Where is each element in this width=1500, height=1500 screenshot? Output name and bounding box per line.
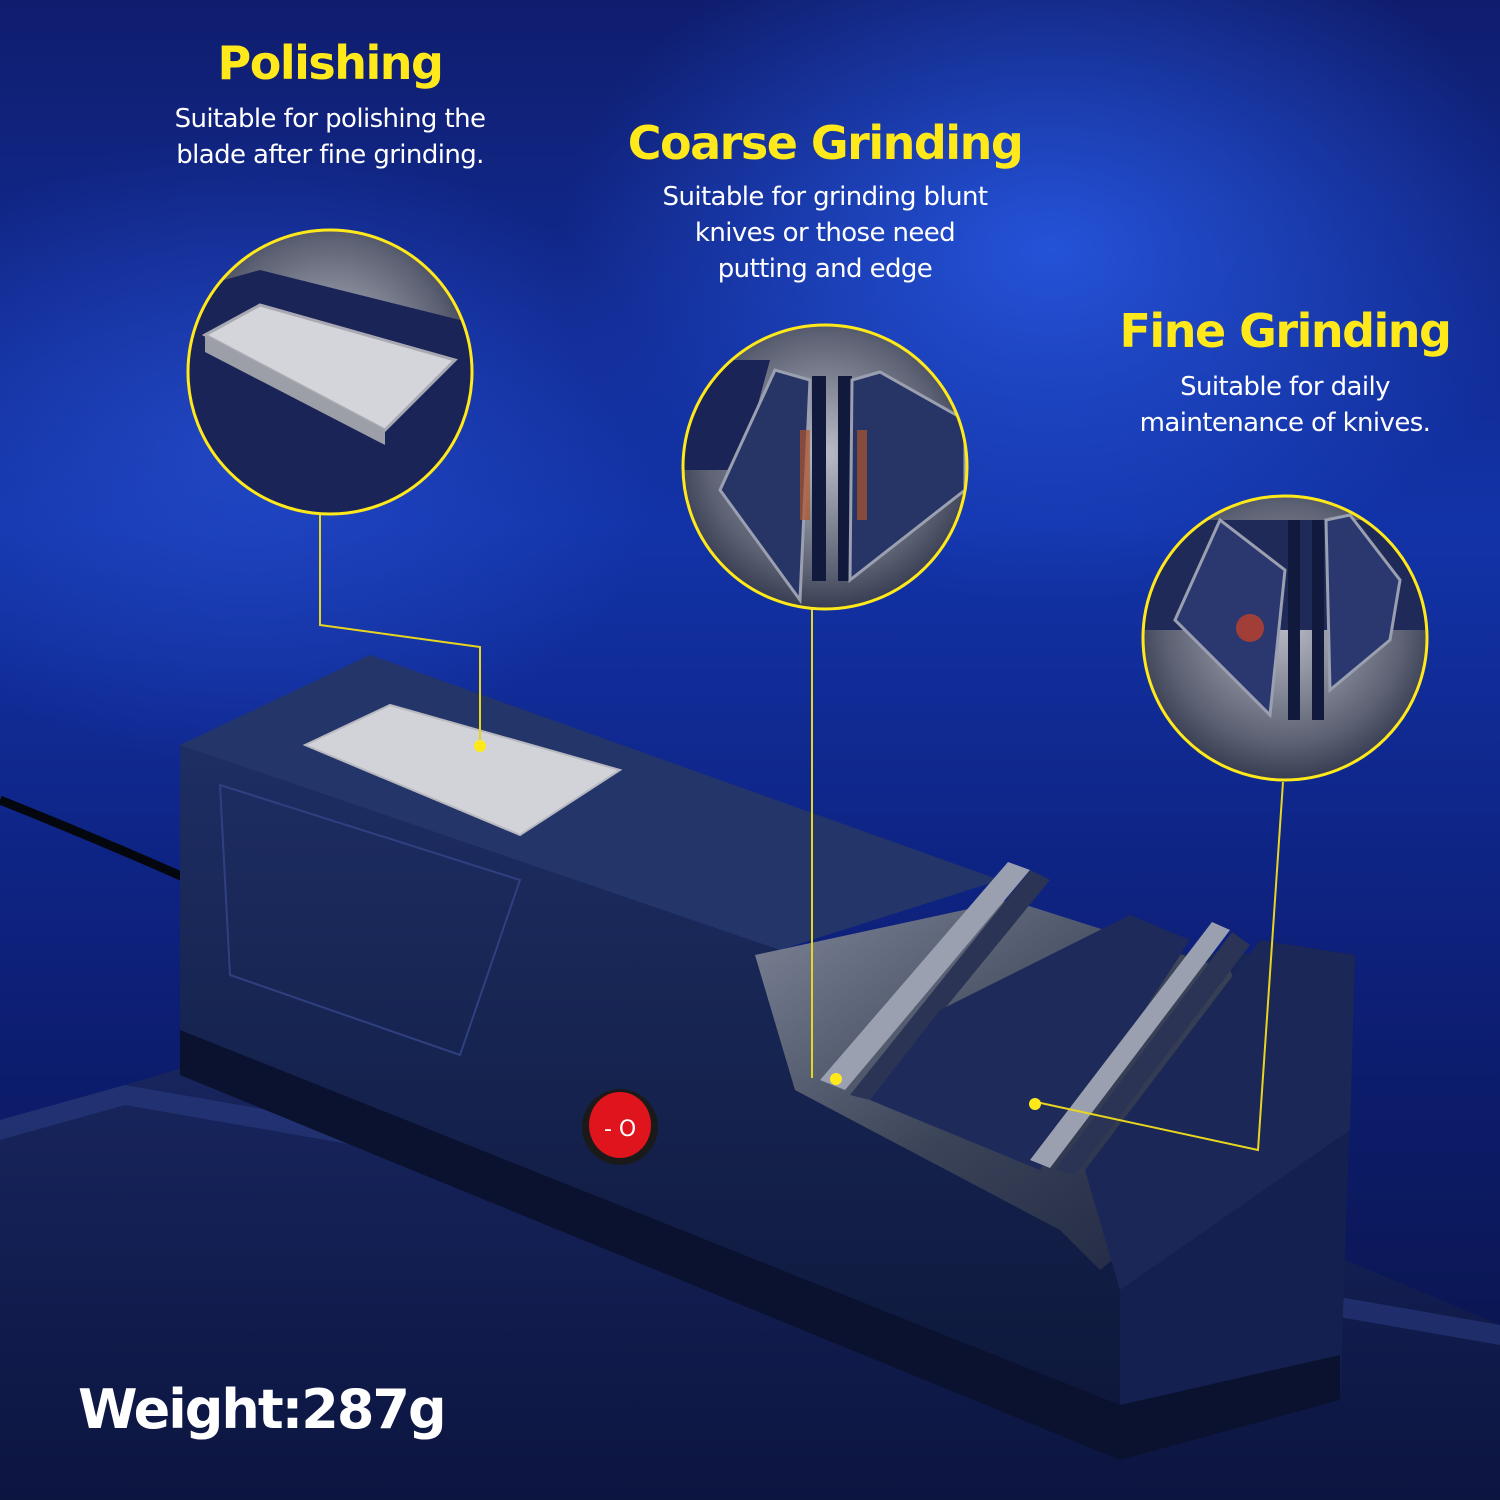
coarse-grinding-zoom-circle — [681, 323, 969, 611]
power-cable — [0, 795, 192, 885]
polishing-pad — [302, 703, 623, 837]
polishing-callout: Polishing Suitable for polishing the bla… — [120, 38, 540, 173]
fine-grinding-callout: Fine Grinding Suitable for daily mainten… — [1100, 306, 1470, 441]
polishing-zoom-circle — [186, 228, 474, 516]
red-rocker-switch-icon: - O — [582, 1089, 658, 1165]
coarse-grinding-title: Coarse Grinding — [627, 116, 1024, 170]
polishing-title: Polishing — [217, 36, 444, 90]
weight-label: Weight:287g — [78, 1378, 447, 1441]
coarse-grinding-description: Suitable for grinding blunt knives or th… — [662, 181, 988, 284]
fine-grinding-title: Fine Grinding — [1119, 304, 1452, 358]
callout-leader-lines — [319, 514, 1284, 1152]
sharpener-body — [180, 655, 1355, 1460]
fine-grinding-description: Suitable for daily maintenance of knives… — [1139, 371, 1431, 438]
svg-text:- O: - O — [604, 1117, 636, 1142]
fine-grinding-zoom-circle — [1141, 494, 1429, 782]
coarse-grinding-callout: Coarse Grinding Suitable for grinding bl… — [600, 118, 1050, 287]
polishing-description: Suitable for polishing the blade after f… — [174, 103, 486, 170]
